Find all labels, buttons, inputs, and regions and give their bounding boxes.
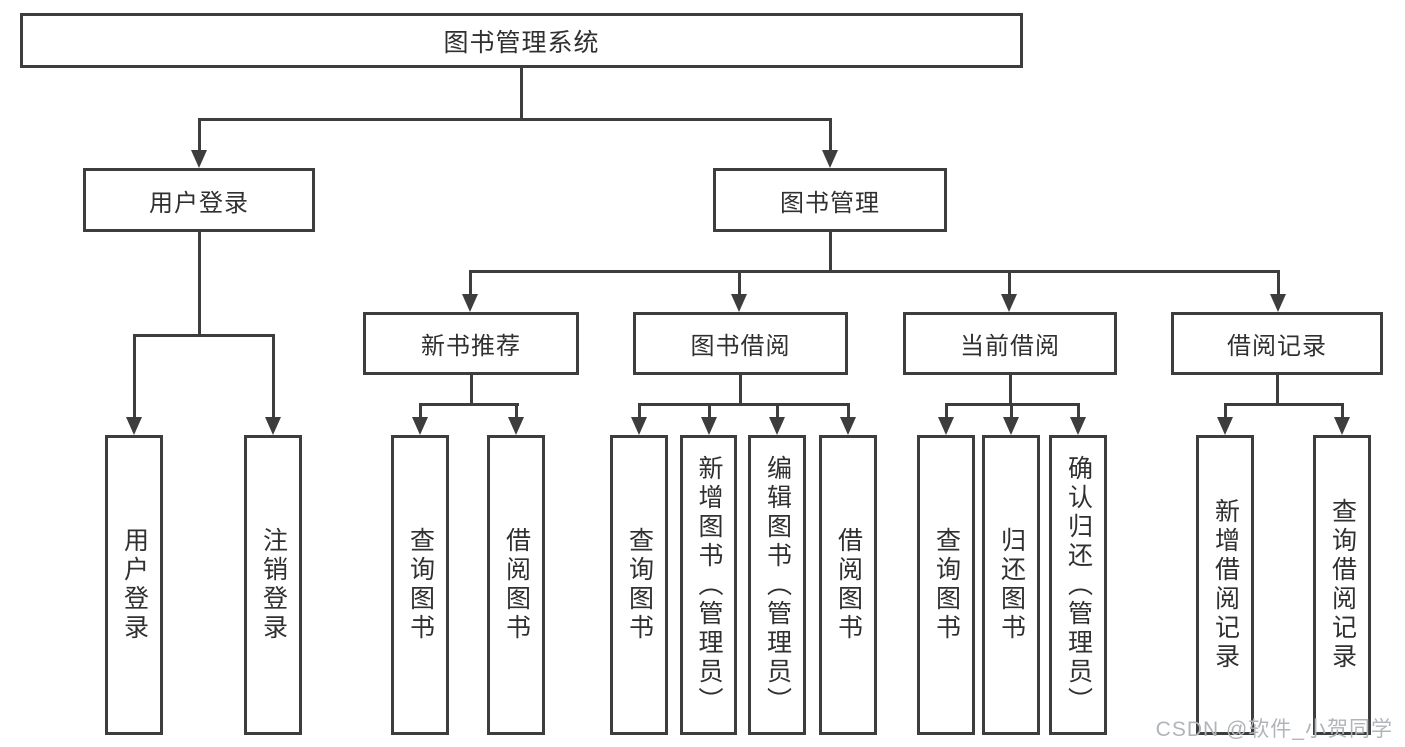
arrow-to-new-book-recommend xyxy=(462,294,478,312)
connector-current-borrow-stem xyxy=(1009,375,1012,406)
connector-to-bb-add xyxy=(708,403,711,419)
arrow-to-book-mgmt xyxy=(822,150,838,168)
leaf-confirm-return-admin-label: 确认归还（管理员） xyxy=(1064,454,1093,716)
arrow-to-bb-add xyxy=(701,417,717,435)
connector-user-login-stem xyxy=(198,232,201,336)
leaf-edit-book-admin-label: 编辑图书（管理员） xyxy=(763,454,792,716)
connector-borrow-record-stem xyxy=(1276,375,1279,406)
arrow-to-cb-return xyxy=(1003,417,1019,435)
arrow-to-cb-query xyxy=(938,417,954,435)
node-borrow-record: 借阅记录 xyxy=(1171,312,1383,375)
connector-to-cb-return xyxy=(1010,403,1013,419)
leaf-recommend-query-book: 查询图书 xyxy=(391,435,449,735)
leaf-recommend-borrow-book: 借阅图书 xyxy=(487,435,545,735)
connector-root-rail xyxy=(198,118,832,121)
leaf-query-borrow-record-label: 查询借阅记录 xyxy=(1328,498,1357,672)
leaf-return-book: 归还图书 xyxy=(982,435,1040,735)
connector-to-recommend-borrow xyxy=(515,403,518,419)
leaf-borrow-book-label: 借阅图书 xyxy=(834,527,863,643)
connector-to-br-query xyxy=(1341,403,1344,419)
leaf-confirm-return-admin: 确认归还（管理员） xyxy=(1049,435,1107,735)
leaf-recommend-query-book-label: 查询图书 xyxy=(406,527,435,643)
arrow-to-current-borrow xyxy=(1001,294,1017,312)
node-book-management: 图书管理 xyxy=(713,168,947,232)
arrow-to-leaf-user-login xyxy=(126,417,142,435)
arrow-to-user-login xyxy=(191,150,207,168)
connector-to-new-book-recommend xyxy=(469,270,472,296)
arrow-to-bb-borrow xyxy=(840,417,856,435)
leaf-recommend-borrow-book-label: 借阅图书 xyxy=(502,527,531,643)
leaf-user-login: 用户登录 xyxy=(105,435,163,735)
leaf-add-borrow-record-label: 新增借阅记录 xyxy=(1211,498,1240,672)
node-library-system: 图书管理系统 xyxy=(20,13,1023,68)
arrow-to-bb-query xyxy=(631,417,647,435)
connector-to-book-borrow xyxy=(738,270,741,296)
leaf-add-borrow-record: 新增借阅记录 xyxy=(1196,435,1254,735)
connector-to-leaf-logout xyxy=(272,334,275,419)
connector-to-leaf-user-login xyxy=(133,334,136,419)
connector-to-borrow-record xyxy=(1277,270,1280,296)
leaf-borrow-query-book: 查询图书 xyxy=(610,435,668,735)
arrow-to-cb-confirm xyxy=(1070,417,1086,435)
connector-root-to-user-login xyxy=(198,118,201,152)
leaf-current-query-book-label: 查询图书 xyxy=(932,527,961,643)
connector-book-mgmt-stem xyxy=(829,232,832,272)
leaf-add-book-admin-label: 新增图书（管理员） xyxy=(695,454,723,716)
leaf-borrow-book: 借阅图书 xyxy=(819,435,877,735)
node-current-borrow: 当前借阅 xyxy=(903,312,1117,375)
connector-to-cb-confirm xyxy=(1077,403,1080,419)
csdn-watermark: CSDN @软件_小贺同学 xyxy=(1155,718,1393,741)
leaf-logout-label: 注销登录 xyxy=(259,527,288,643)
connector-to-current-borrow xyxy=(1008,270,1011,296)
connector-to-cb-query xyxy=(945,403,948,419)
node-book-borrow: 图书借阅 xyxy=(633,312,848,375)
connector-book-mgmt-rail xyxy=(469,270,1279,273)
leaf-return-book-label: 归还图书 xyxy=(997,527,1026,643)
connector-recommend-rail xyxy=(419,403,519,406)
node-user-login: 用户登录 xyxy=(83,168,315,232)
arrow-to-br-add xyxy=(1217,417,1233,435)
leaf-current-query-book: 查询图书 xyxy=(917,435,975,735)
connector-borrow-record-rail xyxy=(1224,403,1344,406)
connector-root-stem xyxy=(520,68,523,120)
connector-root-to-book-mgmt xyxy=(829,118,832,152)
node-new-book-recommend: 新书推荐 xyxy=(363,312,579,375)
connector-user-login-rail xyxy=(133,334,275,337)
leaf-borrow-query-book-label: 查询图书 xyxy=(625,527,654,643)
arrow-to-leaf-logout xyxy=(265,417,281,435)
connector-book-borrow-rail xyxy=(638,403,850,406)
arrow-to-book-borrow xyxy=(731,294,747,312)
leaf-edit-book-admin: 编辑图书（管理员） xyxy=(748,435,806,735)
connector-to-br-add xyxy=(1224,403,1227,419)
arrow-to-recommend-query xyxy=(412,417,428,435)
connector-recommend-stem xyxy=(470,375,473,406)
connector-to-recommend-query xyxy=(419,403,422,419)
arrow-to-borrow-record xyxy=(1270,294,1286,312)
leaf-add-book-admin: 新增图书（管理员） xyxy=(680,435,737,735)
arrow-to-recommend-borrow xyxy=(508,417,524,435)
connector-to-bb-borrow xyxy=(847,403,850,419)
connector-to-bb-query xyxy=(638,403,641,419)
connector-to-bb-edit xyxy=(776,403,779,419)
leaf-user-login-label: 用户登录 xyxy=(120,527,149,643)
arrow-to-bb-edit xyxy=(769,417,785,435)
connector-book-borrow-stem xyxy=(739,375,742,406)
leaf-query-borrow-record: 查询借阅记录 xyxy=(1313,435,1371,735)
leaf-logout: 注销登录 xyxy=(244,435,302,735)
arrow-to-br-query xyxy=(1334,417,1350,435)
